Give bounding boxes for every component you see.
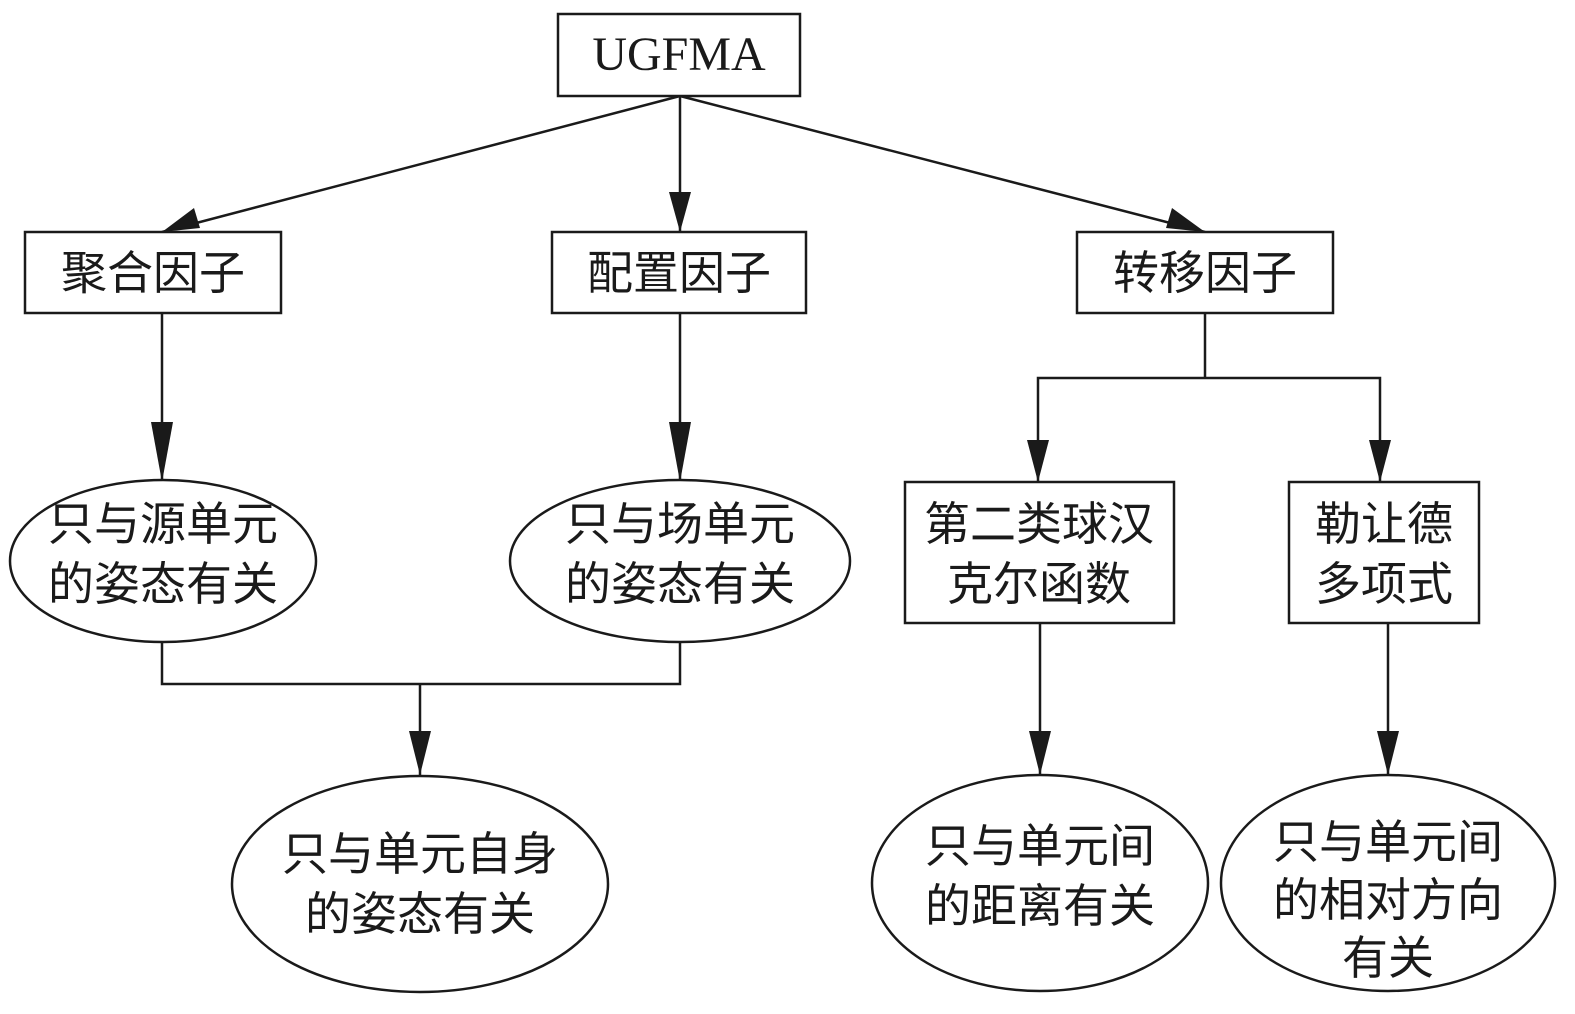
node-distance-line-1: 只与单元间 <box>925 819 1155 873</box>
node-direction-line-3: 有关 <box>1342 931 1434 985</box>
node-root-label: UGFMA <box>592 28 766 81</box>
node-legendre-line-2: 多项式 <box>1315 557 1453 611</box>
edge-transfer-split <box>1036 376 1382 482</box>
node-field-attitude: 只与场单元 的姿态有关 <box>508 478 852 644</box>
node-self-attitude: 只与单元自身 的姿态有关 <box>230 774 610 994</box>
edges <box>151 94 1399 775</box>
arrowhead-legendre <box>1369 440 1391 482</box>
node-direction-line-2: 的相对方向 <box>1273 873 1503 927</box>
arrowhead-aggregation <box>162 208 200 232</box>
node-direction: 只与单元间 的相对方向 有关 <box>1219 773 1557 993</box>
node-hankel-line-2: 克尔函数 <box>947 557 1131 611</box>
node-self-attitude-line-1: 只与单元自身 <box>282 827 558 881</box>
arrowhead-configuration <box>669 192 691 232</box>
arrowhead-distance <box>1029 731 1051 775</box>
node-self-attitude-line-2: 的姿态有关 <box>305 887 535 941</box>
node-hankel: 第二类球汉 克尔函数 <box>903 480 1176 625</box>
node-source-attitude-line-1: 只与源单元 <box>48 497 278 551</box>
node-aggregation-label: 聚合因子 <box>61 246 245 300</box>
arrowhead-source <box>151 422 173 482</box>
arrowhead-hankel <box>1027 440 1049 482</box>
node-source-attitude-line-2: 的姿态有关 <box>48 557 278 611</box>
edge-root-to-aggregation <box>161 94 681 234</box>
arrowhead-direction <box>1377 731 1399 775</box>
node-source-attitude: 只与源单元 的姿态有关 <box>8 478 318 644</box>
node-distance-line-2: 的距离有关 <box>925 879 1155 933</box>
node-transfer: 转移因子 <box>1075 230 1335 315</box>
edge-root-to-transfer <box>679 94 1206 234</box>
node-distance: 只与单元间 的距离有关 <box>870 773 1210 993</box>
node-field-attitude-line-1: 只与场单元 <box>565 497 795 551</box>
node-configuration: 配置因子 <box>550 230 808 315</box>
arrowhead-self <box>409 731 431 775</box>
node-configuration-label: 配置因子 <box>587 246 771 300</box>
node-legendre-line-1: 勒让德 <box>1315 497 1453 551</box>
node-direction-line-1: 只与单元间 <box>1273 815 1503 869</box>
node-root: UGFMA <box>556 12 802 98</box>
node-legendre: 勒让德 多项式 <box>1287 480 1481 625</box>
node-transfer-label: 转移因子 <box>1113 246 1297 300</box>
edge-merge-to-self <box>160 641 682 686</box>
node-aggregation: 聚合因子 <box>23 230 283 315</box>
node-field-attitude-line-2: 的姿态有关 <box>565 557 795 611</box>
node-hankel-line-1: 第二类球汉 <box>924 497 1154 551</box>
arrowhead-field <box>669 422 691 482</box>
arrowhead-transfer <box>1166 208 1205 232</box>
